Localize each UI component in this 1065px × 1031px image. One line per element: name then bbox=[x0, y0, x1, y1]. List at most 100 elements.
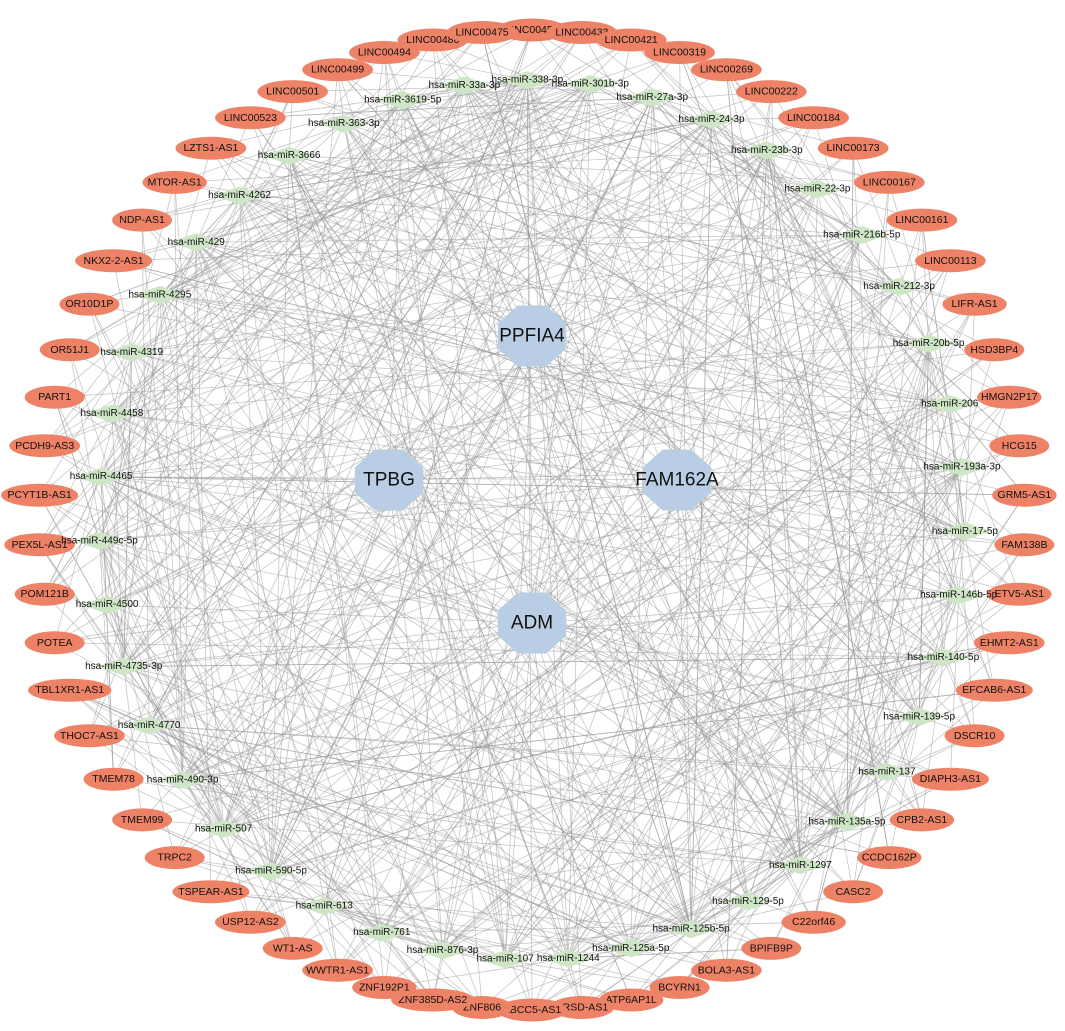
mirna-node-hsa-mir-135a-5p[interactable]: hsa-miR-135a-5p bbox=[808, 812, 886, 831]
mirna-node-hsa-mir-490-3p[interactable]: hsa-miR-490-3p bbox=[147, 770, 219, 789]
mirna-node-hsa-mir-590-5p[interactable]: hsa-miR-590-5p bbox=[235, 862, 307, 881]
mirna-node-hsa-mir-107[interactable]: hsa-miR-107 bbox=[476, 950, 534, 969]
mirna-node-hsa-mir-129-5p[interactable]: hsa-miR-129-5p bbox=[712, 892, 784, 911]
lncrna-node-linc00167[interactable]: LINC00167 bbox=[853, 170, 925, 194]
lncrna-node-grm5-as1[interactable]: GRM5-AS1 bbox=[992, 483, 1057, 507]
lncrna-node-pcdh9-as3[interactable]: PCDH9-AS3 bbox=[9, 434, 81, 458]
lncrna-node-usp12-as2[interactable]: USP12-AS2 bbox=[215, 910, 286, 934]
lncrna-node-mtor-as1[interactable]: MTOR-AS1 bbox=[142, 170, 207, 194]
lncrna-node-tbl1xr1-as1[interactable]: TBL1XR1-AS1 bbox=[28, 678, 112, 702]
lncrna-node-fam138b[interactable]: FAM138B bbox=[994, 533, 1055, 557]
lncrna-node-cpb2-as1[interactable]: CPB2-AS1 bbox=[889, 808, 955, 832]
mirna-node-hsa-mir-301b-3p[interactable]: hsa-miR-301b-3p bbox=[552, 75, 630, 93]
lncrna-node-znf385d-as2[interactable]: ZNF385D-AS2 bbox=[391, 988, 475, 1012]
lncrna-node-tspear-as1[interactable]: TSPEAR-AS1 bbox=[172, 880, 250, 904]
mirna-node-hsa-mir-449c-5p[interactable]: hsa-miR-449c-5p bbox=[61, 531, 138, 550]
lncrna-node-abcc5-as1[interactable]: ABCC5-AS1 bbox=[496, 998, 568, 1022]
mirna-node-hsa-mir-27a-3p[interactable]: hsa-miR-27a-3p bbox=[616, 88, 688, 107]
mirna-node-hsa-mir-3619-5p[interactable]: hsa-miR-3619-5p bbox=[364, 91, 442, 110]
mirna-node-hsa-mir-4735-3p[interactable]: hsa-miR-4735-3p bbox=[85, 657, 163, 676]
lncrna-node-linc00499[interactable]: LINC00499 bbox=[302, 58, 373, 82]
mirna-node-hsa-mir-429[interactable]: hsa-miR-429 bbox=[168, 233, 226, 252]
lncrna-node-tmem78[interactable]: TMEM78 bbox=[83, 767, 144, 791]
mirna-node-hsa-mir-146b-5p[interactable]: hsa-miR-146b-5p bbox=[920, 586, 998, 605]
mirna-node-hsa-mir-4458[interactable]: hsa-miR-4458 bbox=[80, 404, 144, 423]
lncrna-node-linc00222[interactable]: LINC00222 bbox=[735, 80, 807, 104]
hub-node-ppfia4[interactable]: PPFIA4 bbox=[497, 305, 567, 367]
mirna-node-hsa-mir-4465[interactable]: hsa-miR-4465 bbox=[70, 467, 133, 486]
lncrna-node-or51j1[interactable]: OR51J1 bbox=[39, 338, 100, 362]
lncrna-node-wt1-as[interactable]: WT1-AS bbox=[262, 936, 323, 960]
mirna-node-hsa-mir-212-3p[interactable]: hsa-miR-212-3p bbox=[863, 277, 935, 296]
lncrna-node-linc00494[interactable]: LINC00494 bbox=[349, 41, 420, 64]
mirna-node-hsa-mir-876-3p[interactable]: hsa-miR-876-3p bbox=[407, 941, 479, 960]
lncrna-node-linc00475[interactable]: LINC00475 bbox=[446, 21, 518, 44]
mirna-node-hsa-mir-363-3p[interactable]: hsa-miR-363-3p bbox=[308, 114, 380, 133]
lncrna-node-diaph3-as1[interactable]: DIAPH3-AS1 bbox=[911, 767, 989, 791]
mirna-node-hsa-mir-338-3p[interactable]: hsa-miR-338-3p bbox=[491, 71, 564, 89]
mirna-node-hsa-mir-216b-5p[interactable]: hsa-miR-216b-5p bbox=[823, 225, 901, 244]
mirna-node-hsa-mir-4500[interactable]: hsa-miR-4500 bbox=[76, 595, 139, 614]
lncrna-node-dscr10[interactable]: DSCR10 bbox=[944, 724, 1005, 748]
mirna-node-hsa-mir-206[interactable]: hsa-miR-206 bbox=[921, 395, 979, 414]
lncrna-node-linc00173[interactable]: LINC00173 bbox=[817, 136, 889, 160]
mirna-node-hsa-mir-139-5p[interactable]: hsa-miR-139-5p bbox=[883, 707, 955, 726]
mirna-node-hsa-mir-20b-5p[interactable]: hsa-miR-20b-5p bbox=[893, 334, 965, 353]
mirna-node-hsa-mir-4262[interactable]: hsa-miR-4262 bbox=[208, 186, 271, 205]
lncrna-node-linc00184[interactable]: LINC00184 bbox=[778, 106, 849, 130]
mirna-node-hsa-mir-125b-5p[interactable]: hsa-miR-125b-5p bbox=[652, 920, 730, 939]
mirna-node-hsa-mir-23b-3p[interactable]: hsa-miR-23b-3p bbox=[731, 141, 803, 160]
lncrna-node-linc00523[interactable]: LINC00523 bbox=[215, 106, 286, 130]
mirna-node-hsa-mir-24-3p[interactable]: hsa-miR-24-3p bbox=[678, 110, 745, 129]
lncrna-node-pex5l-as1[interactable]: PEX5L-AS1 bbox=[4, 533, 75, 557]
lncrna-node-znf192p1[interactable]: ZNF192P1 bbox=[352, 976, 417, 999]
lncrna-node-potea[interactable]: POTEA bbox=[24, 631, 85, 655]
lncrna-node-bpifb9p[interactable]: BPIFB9P bbox=[741, 936, 802, 960]
lncrna-node-ehmt2-as1[interactable]: EHMT2-AS1 bbox=[973, 631, 1045, 655]
lncrna-node-ccdc162p[interactable]: CCDC162P bbox=[857, 846, 922, 870]
lncrna-node-linc00269[interactable]: LINC00269 bbox=[691, 58, 762, 82]
lncrna-node-part1[interactable]: PART1 bbox=[24, 385, 85, 409]
mirna-node-hsa-mir-193a-3p[interactable]: hsa-miR-193a-3p bbox=[923, 458, 1001, 477]
mirna-node-hsa-mir-1297[interactable]: hsa-miR-1297 bbox=[769, 856, 832, 875]
lncrna-node-linc00421[interactable]: LINC00421 bbox=[595, 28, 667, 52]
lncrna-node-tmem99[interactable]: TMEM99 bbox=[112, 808, 173, 832]
lncrna-node-lifr-as1[interactable]: LIFR-AS1 bbox=[942, 292, 1007, 316]
lncrna-node-efcab6-as1[interactable]: EFCAB6-AS1 bbox=[955, 678, 1033, 702]
lncrna-node-casc2[interactable]: CASC2 bbox=[823, 880, 884, 904]
mirna-node-hsa-mir-4319[interactable]: hsa-miR-4319 bbox=[100, 343, 164, 362]
lncrna-node-etv5-as1[interactable]: ETV5-AS1 bbox=[987, 582, 1052, 606]
mirna-node-hsa-mir-125a-5p[interactable]: hsa-miR-125a-5p bbox=[592, 939, 670, 958]
lncrna-node-hsd3bp4[interactable]: HSD3BP4 bbox=[964, 338, 1025, 362]
lncrna-node-lzts1-as1[interactable]: LZTS1-AS1 bbox=[175, 136, 247, 160]
lncrna-node-wwtr1-as1[interactable]: WWTR1-AS1 bbox=[302, 958, 373, 982]
lncrna-node-pcyt1b-as1[interactable]: PCYT1B-AS1 bbox=[1, 483, 79, 507]
lncrna-node-hmgn2p17[interactable]: HMGN2P17 bbox=[977, 385, 1042, 409]
mirna-node-hsa-mir-4295[interactable]: hsa-miR-4295 bbox=[128, 285, 192, 304]
lncrna-node-pom121b[interactable]: POM121B bbox=[14, 582, 75, 606]
mirna-node-hsa-mir-22-3p[interactable]: hsa-miR-22-3p bbox=[784, 180, 851, 199]
lncrna-node-linc00113[interactable]: LINC00113 bbox=[915, 249, 986, 273]
mirna-node-hsa-mir-761[interactable]: hsa-miR-761 bbox=[353, 923, 411, 942]
lncrna-node-c22orf46[interactable]: C22orf46 bbox=[781, 910, 846, 934]
mirna-node-hsa-mir-507[interactable]: hsa-miR-507 bbox=[195, 819, 253, 838]
hub-node-adm[interactable]: ADM bbox=[497, 592, 567, 654]
lncrna-node-thoc7-as1[interactable]: THOC7-AS1 bbox=[54, 724, 125, 748]
lncrna-node-hcg15[interactable]: HCG15 bbox=[989, 434, 1050, 458]
mirna-node-hsa-mir-3666[interactable]: hsa-miR-3666 bbox=[258, 146, 321, 165]
lncrna-node-or10d1p[interactable]: OR10D1P bbox=[59, 292, 120, 316]
hub-node-tpbg[interactable]: TPBG bbox=[354, 449, 424, 511]
lncrna-node-linc00319[interactable]: LINC00319 bbox=[644, 41, 715, 64]
lncrna-node-linc00161[interactable]: LINC00161 bbox=[886, 208, 958, 232]
mirna-node-hsa-mir-17-5p[interactable]: hsa-miR-17-5p bbox=[932, 522, 999, 541]
mirna-node-hsa-mir-613[interactable]: hsa-miR-613 bbox=[296, 897, 354, 915]
lncrna-node-ndp-as1[interactable]: NDP-AS1 bbox=[112, 208, 173, 232]
lncrna-node-nkx2-2-as1[interactable]: NKX2-2-AS1 bbox=[75, 249, 153, 273]
lncrna-node-trpc2[interactable]: TRPC2 bbox=[144, 846, 205, 870]
hub-node-fam162a[interactable]: FAM162A bbox=[635, 449, 719, 511]
mirna-node-hsa-mir-140-5p[interactable]: hsa-miR-140-5p bbox=[907, 648, 980, 667]
mirna-node-hsa-mir-1244[interactable]: hsa-miR-1244 bbox=[537, 949, 600, 968]
lncrna-node-bcyrn1[interactable]: BCYRN1 bbox=[649, 976, 710, 999]
mirna-node-hsa-mir-4770[interactable]: hsa-miR-4770 bbox=[118, 716, 181, 735]
mirna-node-hsa-mir-33a-3p[interactable]: hsa-miR-33a-3p bbox=[428, 76, 501, 95]
